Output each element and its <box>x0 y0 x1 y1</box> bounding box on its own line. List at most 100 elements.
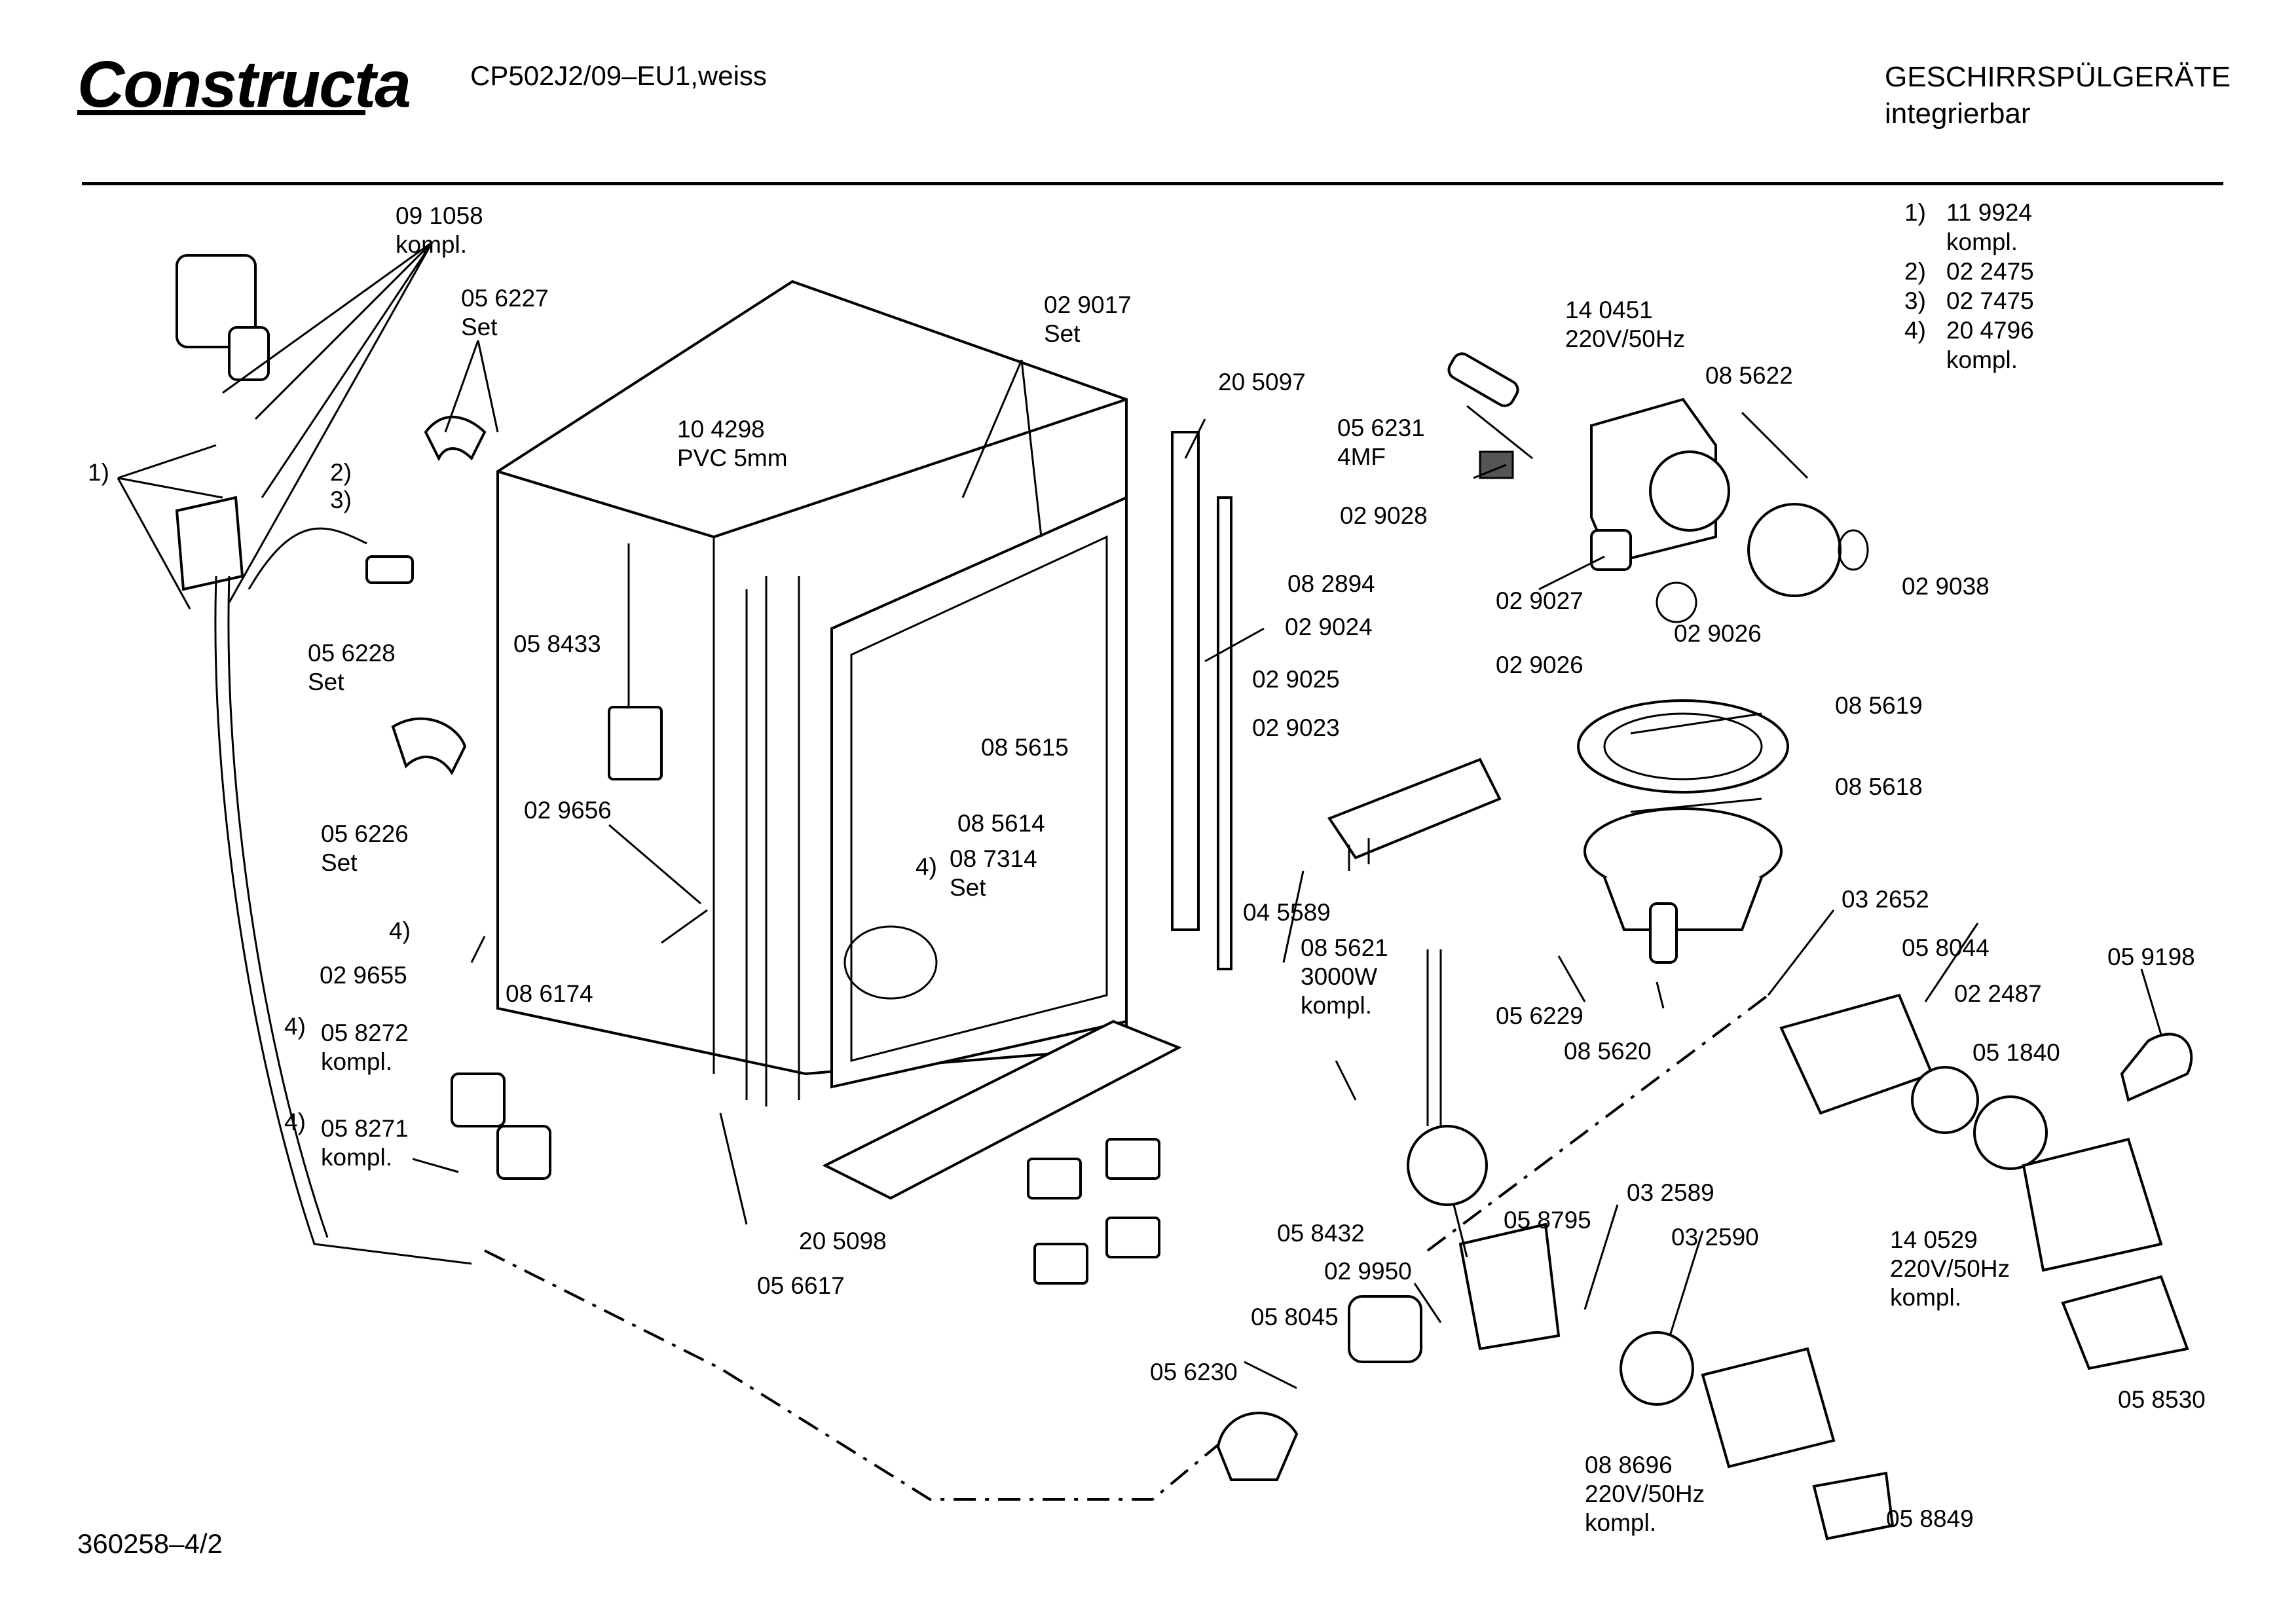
footnote-legend: 1) 11 9924 kompl. 2) 02 2475 3) 02 7475 4) 2… <box>1904 198 2034 375</box>
callout-footnote-4b: 4) <box>284 1013 306 1040</box>
callout-footnote-4a: 4) <box>389 917 411 944</box>
footnote-row: 1) 11 9924 <box>1904 198 2034 227</box>
callout-05-6230: 05 6230 <box>1150 1359 1238 1385</box>
door-seal-strip-vertical <box>1217 496 1232 970</box>
callout-footnote-1: 1) <box>88 459 109 486</box>
base-channel <box>822 1019 1182 1200</box>
category-title: GESCHIRRSPÜLGERÄTE <box>1885 61 2231 93</box>
footnote-suffix: kompl. <box>1946 229 2018 255</box>
sump-and-filter <box>1577 699 1789 964</box>
wash-motor <box>1590 397 1869 623</box>
callout-08-5621: 08 5621 3000W kompl. <box>1301 934 1388 1019</box>
callout-02-9023: 02 9023 <box>1252 714 1340 741</box>
callout-02-9655: 02 9655 <box>320 962 407 989</box>
callout-14-0529: 14 0529 220V/50Hz kompl. <box>1890 1226 2010 1311</box>
brand-logo: Constructa <box>77 48 411 121</box>
footnote-index: 1) <box>1904 199 1926 226</box>
hose-fitting-lower <box>391 717 467 775</box>
footnote-suffix: kompl. <box>1946 346 2018 373</box>
footnote-part: 02 7475 <box>1946 287 2034 314</box>
callout-14-0451: 14 0451 220V/50Hz <box>1565 297 1686 352</box>
callout-08-5620: 08 5620 <box>1564 1038 1652 1065</box>
callout-08-8696: 08 8696 220V/50Hz kompl. <box>1585 1452 1705 1536</box>
callout-02-9028: 02 9028 <box>1340 502 1428 529</box>
appliance-category: GESCHIRRSPÜLGERÄTE integrierbar <box>1885 59 2231 132</box>
callout-02-9017: 02 9017 Set <box>1044 291 1132 347</box>
callout-footnote-4c: 4) <box>284 1108 306 1135</box>
wiring-harness-plugs <box>1027 1138 1160 1285</box>
callout-05-8849: 05 8849 <box>1886 1505 1974 1532</box>
callout-02-9026-top: 02 9026 <box>1674 620 1762 647</box>
footnote-part: 02 2475 <box>1946 258 2034 285</box>
circulation-pump-lower <box>1216 1222 1895 1541</box>
drain-pump-assembly <box>1779 993 2193 1370</box>
callout-footnote-2: 2) <box>330 459 352 486</box>
callout-08-5618: 08 5618 <box>1835 773 1923 800</box>
callout-02-9038: 02 9038 <box>1902 573 1990 600</box>
callout-09-1058: 09 1058 kompl. <box>396 202 483 258</box>
callout-08-5622: 08 5622 <box>1705 362 1793 389</box>
callout-03-2590: 03 2590 <box>1671 1224 1759 1251</box>
callout-02-9950: 02 9950 <box>1324 1258 1412 1285</box>
callout-03-2589: 03 2589 <box>1627 1179 1714 1206</box>
callout-05-8272: 05 8272 kompl. <box>321 1019 409 1075</box>
callout-05-8432: 05 8432 <box>1277 1220 1365 1247</box>
heater-element <box>1327 758 1502 871</box>
callout-05-8795: 05 8795 <box>1504 1207 1591 1234</box>
callout-05-6231: 05 6231 4MF <box>1337 414 1425 470</box>
footnote-index: 4) <box>1904 317 1926 344</box>
callout-08-6174: 08 6174 <box>506 980 593 1007</box>
callout-02-9026-mid: 02 9026 <box>1496 651 1583 678</box>
door-seal-strip <box>1171 431 1200 931</box>
callout-08-5614: 08 5614 <box>957 810 1045 837</box>
callout-05-6229: 05 6229 <box>1496 1002 1583 1029</box>
pressure-tube <box>1426 949 1442 1126</box>
callout-02-9027: 02 9027 <box>1496 587 1583 614</box>
footnote-row: 3) 02 7475 <box>1904 286 2034 316</box>
aquastop-valve-2 <box>496 1125 551 1180</box>
motor-capacitor <box>1447 352 1519 407</box>
footnote-row: 2) 02 2475 <box>1904 257 2034 286</box>
aquastop-valve-1 <box>451 1072 506 1127</box>
bushing <box>1590 529 1632 571</box>
callout-04-5589: 04 5589 <box>1243 899 1331 926</box>
header-rule <box>82 182 2223 185</box>
document-number: 360258–4/2 <box>77 1528 223 1559</box>
inlet-valve-assembly <box>175 254 472 1265</box>
callout-02-9024: 02 9024 <box>1285 614 1373 640</box>
callout-05-9198: 05 9198 <box>2107 943 2195 970</box>
callout-02-9656: 02 9656 <box>524 797 612 824</box>
model-designation: CP502J2/09–EU1,weiss <box>470 60 767 91</box>
callout-05-8045: 05 8045 <box>1251 1304 1339 1330</box>
hose-fitting <box>424 415 487 462</box>
callout-05-8271: 05 8271 kompl. <box>321 1115 409 1171</box>
footnote-part: 11 9924 <box>1946 199 2032 226</box>
callout-08-5619: 08 5619 <box>1835 692 1923 719</box>
capacitor-block <box>608 706 663 780</box>
callout-leader-lines <box>117 241 2162 1389</box>
footnote-index: 2) <box>1904 258 1926 285</box>
footnote-part: 20 4796 <box>1946 317 2034 344</box>
callout-05-8044: 05 8044 <box>1902 934 1990 961</box>
inlet-connector <box>365 555 414 584</box>
callout-10-4298: 10 4298 PVC 5mm <box>677 416 788 471</box>
callout-05-6226: 05 6226 Set <box>321 820 409 876</box>
callout-05-6227: 05 6227 Set <box>461 285 549 340</box>
callout-02-2487: 02 2487 <box>1954 980 2042 1007</box>
callout-08-7314: 08 7314 Set <box>950 845 1037 901</box>
callout-08-5615: 08 5615 <box>981 734 1069 761</box>
callout-footnote-4d: 4) <box>916 853 937 880</box>
category-subtitle: integrierbar <box>1885 98 2031 130</box>
callout-05-1840: 05 1840 <box>1972 1039 2060 1066</box>
callout-05-6617: 05 6617 <box>757 1272 845 1299</box>
callout-05-8433: 05 8433 <box>513 631 601 657</box>
callout-footnote-3: 3) <box>330 486 352 513</box>
callout-02-9025: 02 9025 <box>1252 666 1340 693</box>
footnote-row: 4) 20 4796 <box>1904 316 2034 345</box>
footnote-index: 3) <box>1904 287 1926 314</box>
callout-08-2894: 08 2894 <box>1287 570 1375 597</box>
callout-20-5098: 20 5098 <box>799 1228 887 1255</box>
callout-05-8530: 05 8530 <box>2118 1386 2206 1413</box>
callout-05-6228: 05 6228 Set <box>308 640 396 695</box>
